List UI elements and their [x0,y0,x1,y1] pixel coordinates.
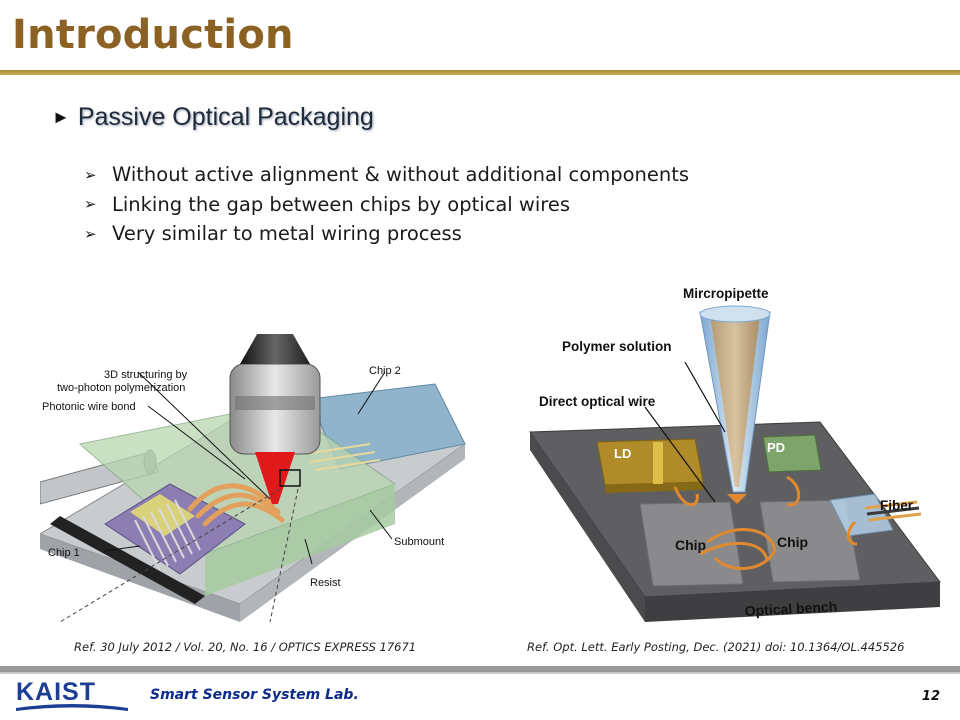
bullet-item: ➢ Without active alignment & without addi… [84,160,689,190]
label-photonic-wire-bond: Photonic wire bond [42,401,136,413]
footer-divider [0,666,960,672]
label-resist: Resist [310,577,341,589]
arrow-bullet-icon: ➢ [84,224,97,243]
section-heading: ► Passive Optical Packaging [52,103,374,132]
triangle-bullet-icon: ► [52,107,70,127]
label-pd: PD [767,440,785,455]
label-polymer-solution: Polymer solution [562,339,672,354]
heading-text: Passive Optical Packaging [77,103,374,131]
bullet-text: Linking the gap between chips by optical… [112,192,571,216]
bullet-item: ➢ Very similar to metal wiring process [84,219,689,249]
label-chip-2: Chip 2 [369,365,401,377]
arrow-bullet-icon: ➢ [84,165,97,184]
bullet-text: Without active alignment & without addit… [112,163,690,187]
label-chip-1: Chip 1 [48,547,80,559]
bullet-list: ➢ Without active alignment & without addi… [84,160,689,249]
label-3d-structuring: 3D structuring by [104,369,188,381]
label-optical-bench: Optical bench [744,598,837,619]
kaist-logo: KAIST [16,678,128,711]
label-fiber: Fiber [880,498,914,513]
lab-name: Smart Sensor System Lab. [150,687,359,703]
label-direct-optical-wire: Direct optical wire [539,394,656,409]
label-submount: Submount [394,536,444,548]
photonic-wire-bond-figure: 3D structuring by two-photon polymerizat… [40,334,467,623]
label-micropipette: Mircropipette [683,286,769,301]
title-divider [0,70,960,75]
svg-text:KAIST: KAIST [16,678,96,706]
label-chip-left: Chip [675,537,706,553]
reference-left: Ref. 30 July 2012 / Vol. 20, No. 16 / OP… [74,640,417,654]
bullet-text: Very similar to metal wiring process [112,222,462,246]
reference-right: Ref. Opt. Lett. Early Posting, Dec. (202… [527,640,905,654]
bullet-item: ➢ Linking the gap between chips by optica… [84,190,689,220]
optical-wiring-figure: Mircropipette Polymer solution Direct op… [529,286,941,622]
page-number: 12 [921,689,940,704]
slide-title: Introduction [12,12,294,58]
label-two-photon: two-photon polymerization [57,382,185,394]
label-ld: LD [614,446,631,461]
label-chip-right: Chip [777,534,808,550]
footer-divider-light [0,672,960,674]
arrow-bullet-icon: ➢ [84,195,97,214]
